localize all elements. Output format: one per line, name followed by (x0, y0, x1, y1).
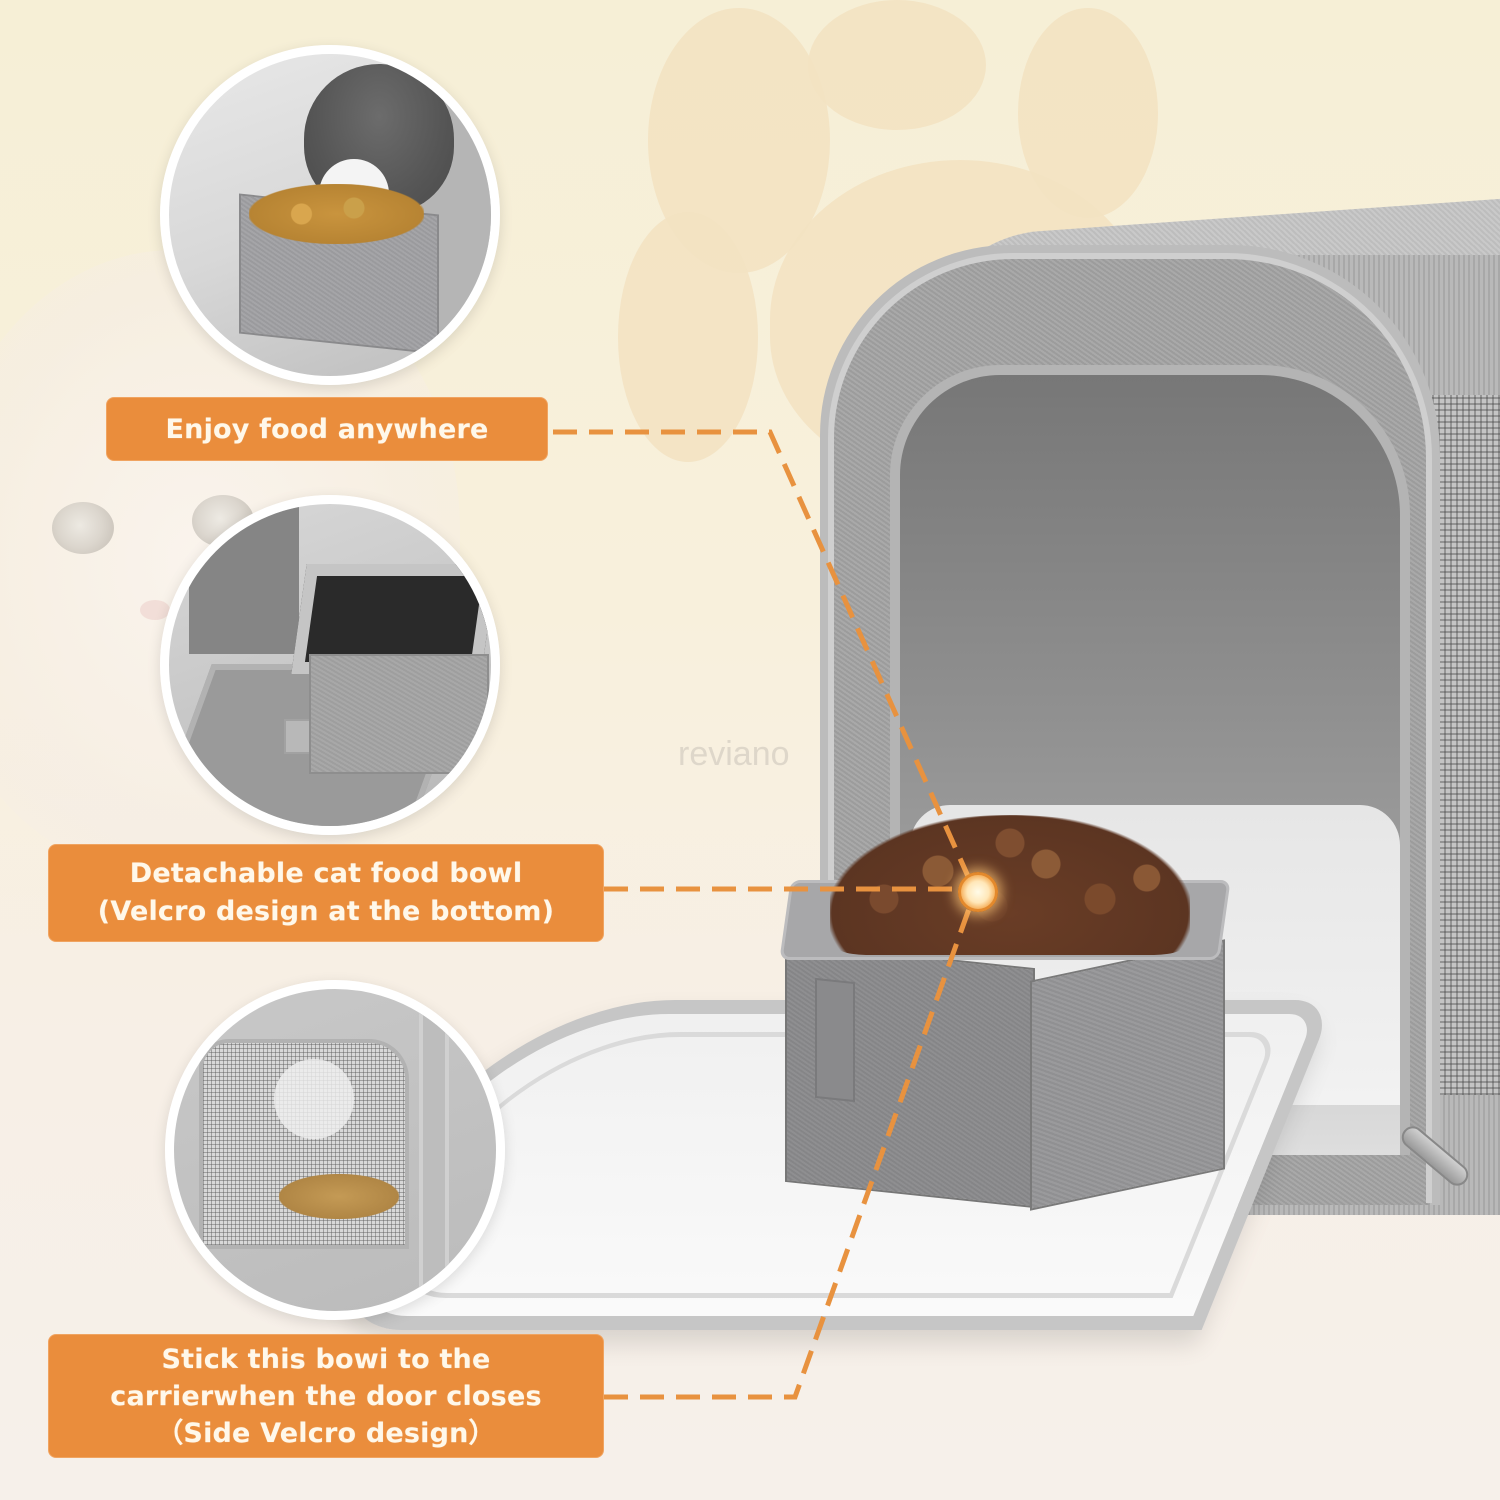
label-enjoy-food: Enjoy food anywhere (106, 397, 548, 461)
bg-cat-eye-left (52, 502, 114, 554)
watermark: reviano (678, 735, 790, 773)
label-line: carrierwhen the door closes (110, 1380, 542, 1412)
label-line: （Side Velcro design） (156, 1417, 496, 1449)
kibble-detail (249, 184, 424, 244)
carrier-edge-detail (189, 504, 299, 654)
empty-bowl-front (309, 654, 489, 774)
paw-toe-2 (808, 0, 986, 130)
kibble-behind-mesh (279, 1174, 399, 1219)
label-line: (Velcro design at the bottom) (97, 896, 555, 927)
label-line: Enjoy food anywhere (165, 413, 489, 445)
cat-behind-mesh (274, 1059, 354, 1139)
detachable-food-bowl (779, 815, 1231, 1211)
label-detachable-bowl: Detachable cat food bowl (Velcro design … (48, 844, 604, 942)
bowl-velcro-tab (815, 977, 855, 1103)
bowl-side-panel (1030, 939, 1225, 1211)
bg-cat-nose (140, 600, 170, 620)
paw-toe-4 (618, 212, 758, 462)
label-side-velcro: Stick this bowi to the carrierwhen the d… (48, 1334, 604, 1458)
highlight-dot-icon (958, 872, 998, 912)
zipper-detail (419, 989, 449, 1311)
kibble-pile (830, 815, 1190, 955)
feature-image-detachable-bowl (160, 495, 500, 835)
label-line: Detachable cat food bowl (129, 858, 523, 889)
feature-image-side-velcro (165, 980, 505, 1320)
label-line: Stick this bowi to the (161, 1343, 491, 1375)
feature-image-enjoy-food (160, 45, 500, 385)
